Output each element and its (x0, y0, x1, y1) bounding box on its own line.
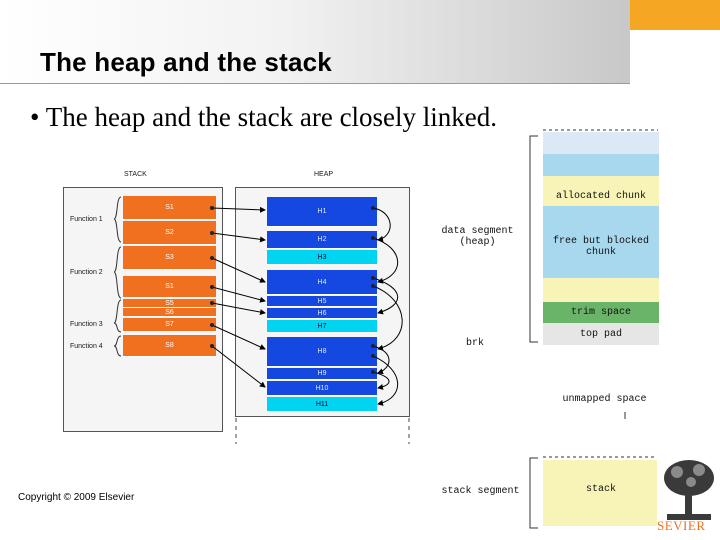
heap-block-h8: H8 (267, 337, 377, 367)
stack-block-s6: S6 (123, 308, 216, 317)
stack-box: stack (543, 460, 659, 526)
function-4-label: Function 4 (70, 343, 103, 350)
heap-block-h1: H1 (267, 197, 377, 227)
heap-block-label: H4 (317, 279, 327, 286)
heap-block-label: H3 (317, 254, 327, 261)
bullet-text: • The heap and the stack are closely lin… (30, 102, 498, 132)
stack-block-label: S1 (165, 283, 174, 290)
stack-label: stack (585, 484, 616, 495)
segment-yellow-band (543, 278, 659, 302)
heap-block-label: H11 (315, 401, 329, 408)
heap-block-label: H9 (317, 370, 327, 377)
stack-block-label: S2 (165, 229, 174, 236)
stack-block-label: S1 (165, 204, 174, 211)
heap-block-label: H2 (317, 236, 327, 243)
function-3-label: Function 3 (70, 321, 103, 328)
heap-block-h5: H5 (267, 296, 377, 307)
slide-title: The heap and the stack (40, 47, 332, 77)
heap-block-h6: H6 (267, 308, 377, 319)
stack-header: STACK (124, 171, 147, 178)
stack-block-label: S7 (165, 321, 174, 328)
heap-block-h11: H11 (267, 397, 377, 412)
logo-text: SEVIER (657, 518, 706, 533)
allocated-chunk-box: allocated chunk (543, 176, 659, 206)
stack-block-s1: S1 (123, 196, 216, 220)
free-blocked-chunk-box: free but blocked chunk (543, 206, 659, 278)
stack-block-s7: S7 (123, 318, 216, 332)
heap-block-label: H7 (317, 323, 327, 330)
accent-square (630, 0, 720, 30)
stack-block-s8: S8 (123, 335, 216, 357)
allocated-chunk-label: allocated chunk (555, 191, 646, 202)
heap-block-h7: H7 (267, 320, 377, 333)
stack-block-s1b: S1 (123, 276, 216, 298)
stack-block-s5: S5 (123, 299, 216, 308)
elsevier-logo: SEVIER (657, 456, 720, 540)
tree-icon (657, 456, 720, 526)
heap-block-h3: H3 (267, 250, 377, 265)
stack-block-label: S5 (165, 300, 174, 307)
unmapped-space-label: unmapped space (562, 394, 647, 405)
stack-block-label: S8 (165, 342, 174, 349)
segment-top-band (543, 132, 659, 154)
stack-block-s2: S2 (123, 221, 216, 245)
stack-block-label: S6 (165, 309, 174, 316)
copyright-text: Copyright © 2009 Elsevier (18, 492, 135, 503)
data-segment-label: data segment (heap) (430, 226, 525, 248)
trim-space-label: trim space (570, 307, 631, 318)
free-blocked-label: free but blocked chunk (552, 236, 649, 258)
heap-block-label: H6 (317, 310, 327, 317)
stack-block-label: S3 (165, 254, 174, 261)
heap-header: HEAP (314, 171, 334, 178)
brk-label: brk (465, 338, 484, 349)
heap-block-label: H8 (317, 348, 327, 355)
stack-segment-label: stack segment (441, 486, 520, 497)
stack-block-s3: S3 (123, 246, 216, 270)
trim-space-box: trim space (543, 302, 659, 323)
function-2-label: Function 2 (70, 269, 103, 276)
title-bar (0, 0, 630, 84)
heap-block-h2: H2 (267, 231, 377, 249)
top-pad-box: top pad (543, 323, 659, 345)
top-pad-label: top pad (579, 329, 622, 340)
heap-block-h10: H10 (267, 381, 377, 396)
title-underline (0, 83, 630, 84)
function-1-label: Function 1 (70, 216, 103, 223)
heap-block-h4: H4 (267, 270, 377, 295)
segment-allocated-chunk (543, 154, 659, 176)
heap-block-label: H5 (317, 298, 327, 305)
heap-block-label: H1 (317, 208, 327, 215)
heap-block-h9: H9 (267, 368, 377, 380)
heap-block-label: H10 (315, 385, 329, 392)
data-segment-text: data segment (heap) (441, 226, 514, 248)
